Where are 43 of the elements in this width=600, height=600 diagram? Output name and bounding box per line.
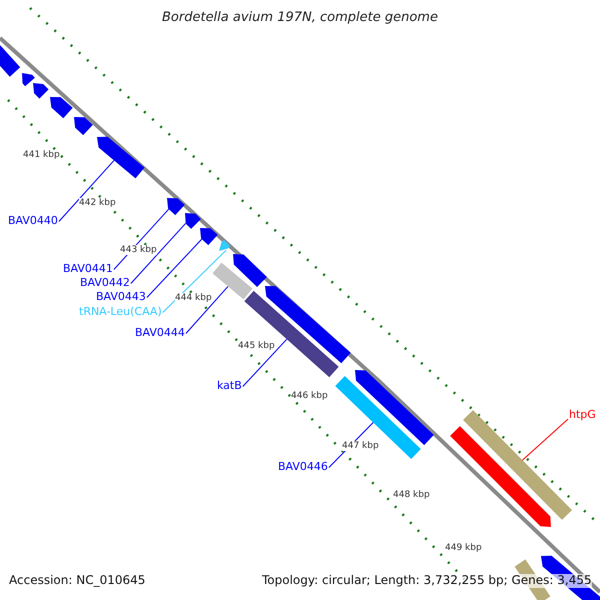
leader-line: [162, 250, 227, 313]
tick-label: 445 kbp: [238, 341, 275, 352]
gene-label: BAV0444: [135, 326, 185, 340]
tick-label: 444 kbp: [175, 293, 212, 304]
tick-label: 448 kbp: [393, 490, 430, 500]
leader-line: [185, 286, 228, 334]
gene-feature: [50, 97, 73, 118]
leader-line: [522, 418, 568, 461]
gene-feature: [450, 426, 551, 527]
gene-label: BAV0443: [96, 290, 146, 304]
tick-label: 441 kbp: [23, 150, 60, 160]
gene-label: katB: [217, 380, 242, 392]
gene-bar: [335, 376, 421, 459]
diagram-title: Bordetella avium 197N, complete genome: [162, 10, 438, 26]
gene-feature: [74, 117, 93, 136]
gene-feature: [167, 198, 185, 216]
gene-bar: [463, 410, 572, 520]
topology-text: Topology: circular; Length: 3,732,255 bp; Genes: 3,455: [262, 574, 592, 588]
tick-label: 442 kbp: [79, 198, 116, 208]
gene-label: tRNA-Leu(CAA): [79, 306, 162, 318]
gene-label: BAV0440: [8, 214, 58, 228]
leader-line: [146, 238, 202, 298]
gene-feature: [33, 83, 49, 99]
gene-feature: [22, 73, 35, 86]
leader-line: [242, 338, 288, 387]
gene-label: BAV0446: [278, 460, 328, 474]
leader-line: [58, 160, 114, 222]
gene-feature: [97, 136, 144, 178]
leader-line: [130, 222, 186, 284]
tick-label: 446 kbp: [291, 391, 328, 402]
gene-bar: [212, 262, 252, 300]
gene-label: htpG: [569, 408, 596, 422]
tick-label: 447 kbp: [342, 441, 379, 452]
gene-feature: [233, 254, 267, 287]
gene-feature: [185, 213, 201, 229]
gene-bar: [0, 45, 20, 77]
tick-label: 443 kbp: [120, 245, 157, 256]
tick-label: 449 kbp: [445, 543, 482, 554]
gene-label: BAV0442: [80, 276, 130, 290]
gene-triangle: [219, 240, 230, 251]
gene-feature: [200, 228, 218, 246]
accession-text: Accession: NC_010645: [9, 574, 146, 588]
gene-label: BAV0441: [63, 262, 113, 276]
